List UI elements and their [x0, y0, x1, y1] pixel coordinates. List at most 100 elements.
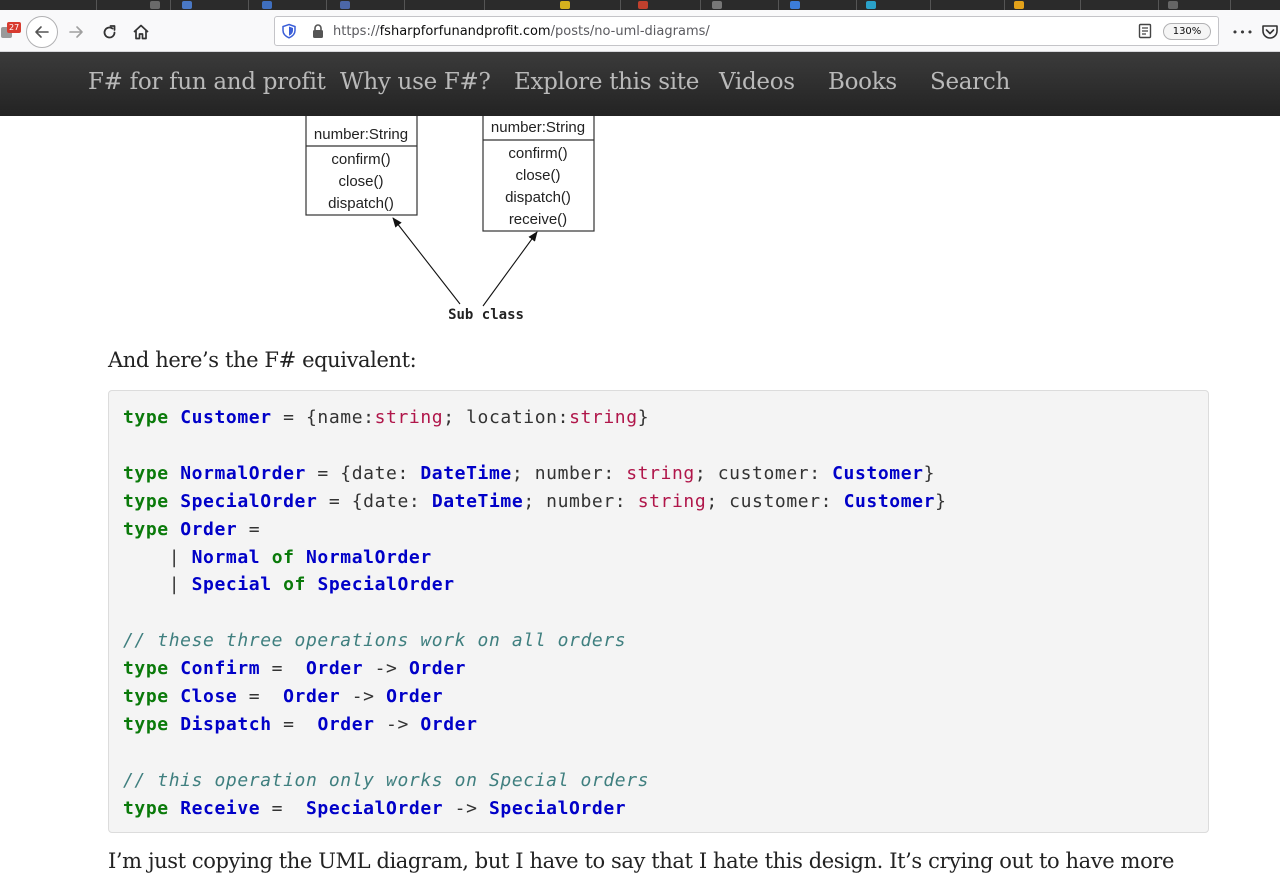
code-token: [169, 407, 180, 428]
uml-attribute: number:String: [314, 126, 408, 143]
code-token: }: [935, 490, 947, 512]
code-token: ->: [363, 658, 409, 680]
code-token: Special: [191, 574, 272, 596]
uml-diagram: number:String confirm() close() dispatch…: [305, 116, 595, 323]
nav-why-use-fsharp-link[interactable]: Why use F#?: [340, 69, 491, 95]
reader-view-icon[interactable]: [1137, 23, 1153, 39]
code-token: Order: [408, 658, 467, 680]
code-token: // these three operations work on all or…: [123, 630, 627, 652]
uml-caption: Sub class: [448, 307, 524, 323]
code-token: string: [569, 407, 638, 428]
code-token: string: [374, 407, 444, 428]
code-token: Order: [283, 686, 341, 707]
code-token: [260, 547, 271, 568]
outro-paragraph: I’m just copying the UML diagram, but I …: [108, 849, 1174, 873]
pocket-icon: [1262, 25, 1278, 39]
page-actions-button[interactable]: •••: [1231, 25, 1255, 39]
code-token: [169, 491, 180, 512]
code-token: type: [123, 407, 169, 428]
reload-button[interactable]: [96, 20, 122, 44]
code-token: SpecialOrder: [306, 797, 444, 819]
tab-divider: [1004, 0, 1005, 10]
code-token: }: [637, 407, 650, 428]
tab-strip[interactable]: [0, 0, 1280, 10]
code-token: ; customer:: [706, 490, 844, 512]
reload-icon: [103, 24, 115, 38]
tab-divider: [1158, 0, 1159, 10]
nav-books-link[interactable]: Books: [828, 69, 897, 95]
code-token: Close: [180, 686, 238, 707]
code-line: // these three operations work on all or…: [123, 627, 626, 655]
code-line: | Normal of NormalOrder: [123, 544, 432, 572]
nav-explore-link[interactable]: Explore this site: [514, 69, 700, 95]
shield-icon[interactable]: [281, 23, 297, 39]
code-token: ->: [340, 686, 387, 707]
code-token: = {date:: [306, 462, 421, 484]
uml-class-box-right: number:String confirm() close() dispatch…: [482, 116, 595, 232]
uml-method: dispatch(): [505, 189, 571, 206]
code-token: Order: [306, 658, 364, 680]
browser-toolbar: 27 https://fsharpforfunandprofi: [0, 10, 1280, 52]
code-token: =: [237, 518, 261, 540]
code-token: DateTime: [420, 462, 512, 484]
uml-method: confirm(): [508, 145, 567, 162]
tab-divider: [484, 0, 485, 10]
code-token: ->: [374, 713, 421, 735]
home-icon: [133, 24, 149, 40]
tab-favicon: [790, 1, 800, 9]
code-token: Order: [317, 713, 375, 735]
code-line: type Dispatch = Order -> Order: [123, 711, 478, 739]
extension-button[interactable]: 27: [0, 16, 22, 46]
code-token: =: [260, 658, 306, 680]
code-token: type: [123, 658, 169, 680]
code-line: type SpecialOrder = {date: DateTime; num…: [123, 488, 947, 516]
tab-favicon: [262, 1, 272, 9]
url-text[interactable]: https://fsharpforfunandprofit.com/posts/…: [333, 24, 710, 39]
code-token: Receive: [180, 797, 261, 819]
code-token: [169, 798, 180, 819]
pocket-button[interactable]: [1260, 20, 1280, 44]
code-token: [272, 574, 283, 595]
tab-divider: [700, 0, 701, 10]
tab-divider: [620, 0, 621, 10]
code-token: [169, 519, 180, 540]
code-line: type Receive = SpecialOrder -> SpecialOr…: [123, 795, 626, 823]
nav-search-link[interactable]: Search: [930, 69, 1010, 95]
code-token: ; location:: [443, 407, 570, 428]
code-token: of: [271, 546, 295, 568]
nav-home-link[interactable]: F# for fun and profit: [88, 69, 326, 95]
uml-class-box-left: number:String confirm() close() dispatch…: [305, 116, 418, 216]
tab-favicon: [866, 1, 876, 9]
tab-divider: [96, 0, 97, 10]
code-token: [306, 574, 317, 595]
code-token: |: [123, 546, 192, 568]
code-token: ; number:: [523, 490, 638, 512]
nav-videos-link[interactable]: Videos: [719, 69, 795, 95]
code-token: =: [237, 686, 284, 707]
intro-paragraph: And here’s the F# equivalent:: [108, 348, 417, 372]
code-token: = {name:: [271, 407, 375, 428]
code-token: ; number:: [511, 462, 627, 484]
tab-favicon: [712, 1, 722, 9]
tab-favicon: [340, 1, 350, 9]
code-token: Customer: [843, 490, 936, 512]
code-token: Customer: [180, 407, 272, 428]
uml-arrow-left: [392, 217, 461, 305]
zoom-level-button[interactable]: 130%: [1163, 23, 1211, 40]
uml-method: confirm(): [331, 151, 390, 168]
article-content: number:String confirm() close() dispatch…: [0, 116, 1280, 889]
code-line: type Order =: [123, 516, 260, 544]
forward-button[interactable]: [62, 20, 90, 44]
code-line: type Customer = {name:string; location:s…: [123, 404, 649, 432]
code-token: Order: [420, 713, 478, 735]
code-token: [169, 463, 180, 484]
url-host: fsharpforfunandprofit.com: [379, 24, 551, 39]
code-token: type: [123, 490, 169, 512]
lock-icon[interactable]: [311, 23, 325, 39]
back-button[interactable]: [26, 16, 58, 48]
url-bar[interactable]: https://fsharpforfunandprofit.com/posts/…: [274, 16, 1219, 46]
home-button[interactable]: [128, 20, 154, 44]
code-token: SpecialOrder: [317, 574, 455, 596]
code-token: DateTime: [431, 490, 524, 512]
code-token: type: [123, 797, 169, 819]
